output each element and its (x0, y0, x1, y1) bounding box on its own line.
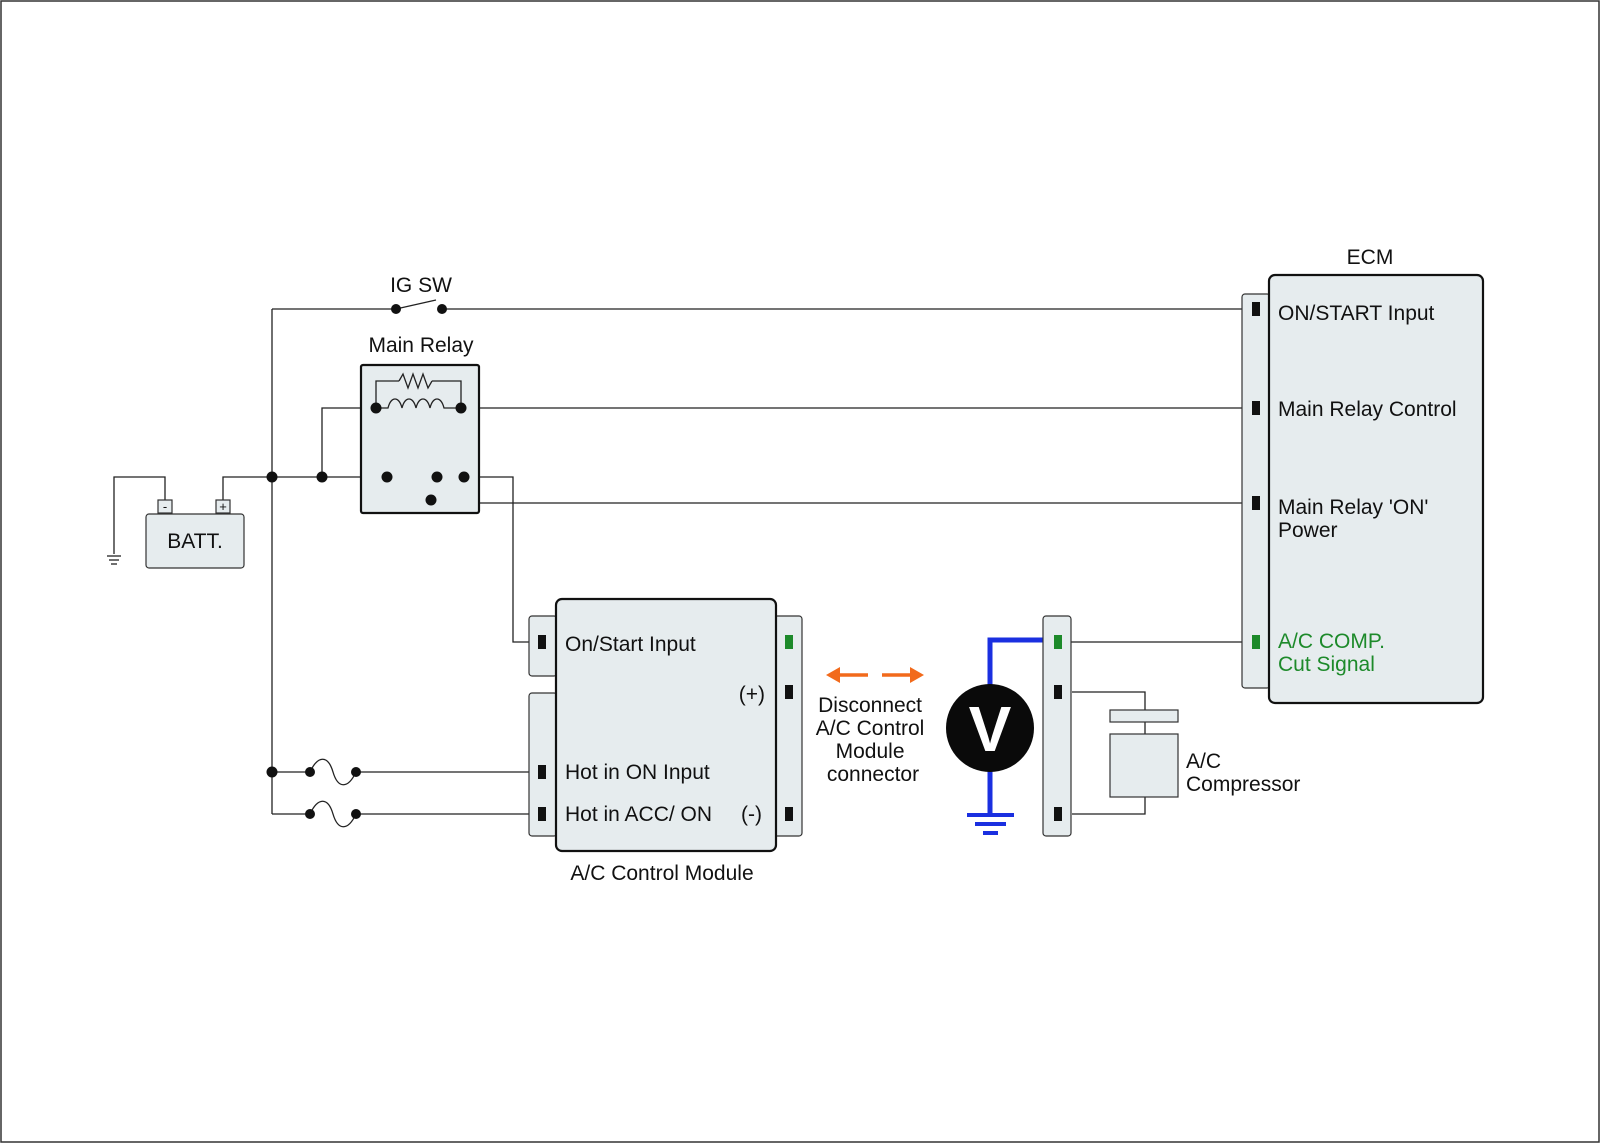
voltmeter: V (946, 637, 1058, 835)
ac-module-pin-highlighted (785, 635, 793, 649)
ac-control-module: On/Start Input (+) Hot in ON Input Hot i… (528, 597, 803, 885)
compressor-connector-pin-highlighted (1054, 635, 1062, 649)
voltmeter-symbol: V (969, 693, 1012, 765)
ecm-pin-label: ON/START Input (1278, 302, 1435, 325)
battery-neg-terminal (157, 499, 173, 514)
main-relay: Main Relay (359, 334, 481, 515)
ecm: ECM ON/START Input Main Relay Control Ma… (1241, 246, 1485, 705)
compressor-connector-pin (1054, 685, 1062, 699)
compressor-label: A/C Compressor (1186, 750, 1300, 796)
battery-pos-terminal (215, 499, 231, 514)
disconnect-arrows (826, 667, 924, 683)
ecm-pin (1252, 302, 1260, 316)
compressor-clutch (1109, 709, 1179, 723)
ig-switch: IG SW (390, 274, 452, 314)
ac-module-pin (785, 807, 793, 821)
ac-module-minus-label: (-) (741, 803, 762, 826)
voltmeter-icon (946, 684, 1034, 772)
ecm-title: ECM (1347, 246, 1394, 269)
junction-dots (266, 471, 361, 819)
ac-module-plus-label: (+) (739, 683, 765, 706)
compressor-connector (1042, 615, 1072, 837)
battery-box (145, 513, 245, 569)
ac-compressor: A/C Compressor (1042, 615, 1300, 837)
ac-module-box (554, 597, 778, 853)
ecm-pin (1252, 496, 1260, 510)
ecm-connector (1241, 293, 1271, 689)
battery-pos-sign: + (219, 499, 227, 514)
ecm-pin-highlighted (1252, 635, 1260, 649)
ac-module-pin (538, 635, 546, 649)
ecm-box (1267, 273, 1485, 705)
ac-module-pin (785, 685, 793, 699)
battery-label: BATT. (167, 530, 223, 553)
ecm-pin-label-highlighted: A/C COMP.Cut Signal (1278, 630, 1385, 676)
ecm-pin (1252, 401, 1260, 415)
battery-neg-sign: - (163, 499, 167, 514)
ig-switch-label: IG SW (390, 274, 452, 297)
ac-module-on-start-label: On/Start Input (565, 633, 696, 656)
main-relay-label: Main Relay (368, 334, 474, 357)
compressor-connector-pin (1054, 807, 1062, 821)
ecm-pin-label: Main Relay Control (1278, 398, 1457, 421)
battery: - + BATT. (145, 499, 245, 569)
ac-module-pin (538, 765, 546, 779)
ac-module-pin (538, 807, 546, 821)
compressor-body (1109, 733, 1179, 798)
meter-probe-wire (987, 637, 1058, 686)
ecm-pin-label: Main Relay 'ON'Power (1278, 496, 1428, 542)
ac-module-title: A/C Control Module (570, 862, 753, 885)
ac-module-hot-on-label: Hot in ON Input (565, 761, 710, 784)
disconnect-note: Disconnect A/C Control Module connector (816, 694, 930, 786)
ac-module-hot-acc-label: Hot in ACC/ ON (565, 803, 712, 826)
